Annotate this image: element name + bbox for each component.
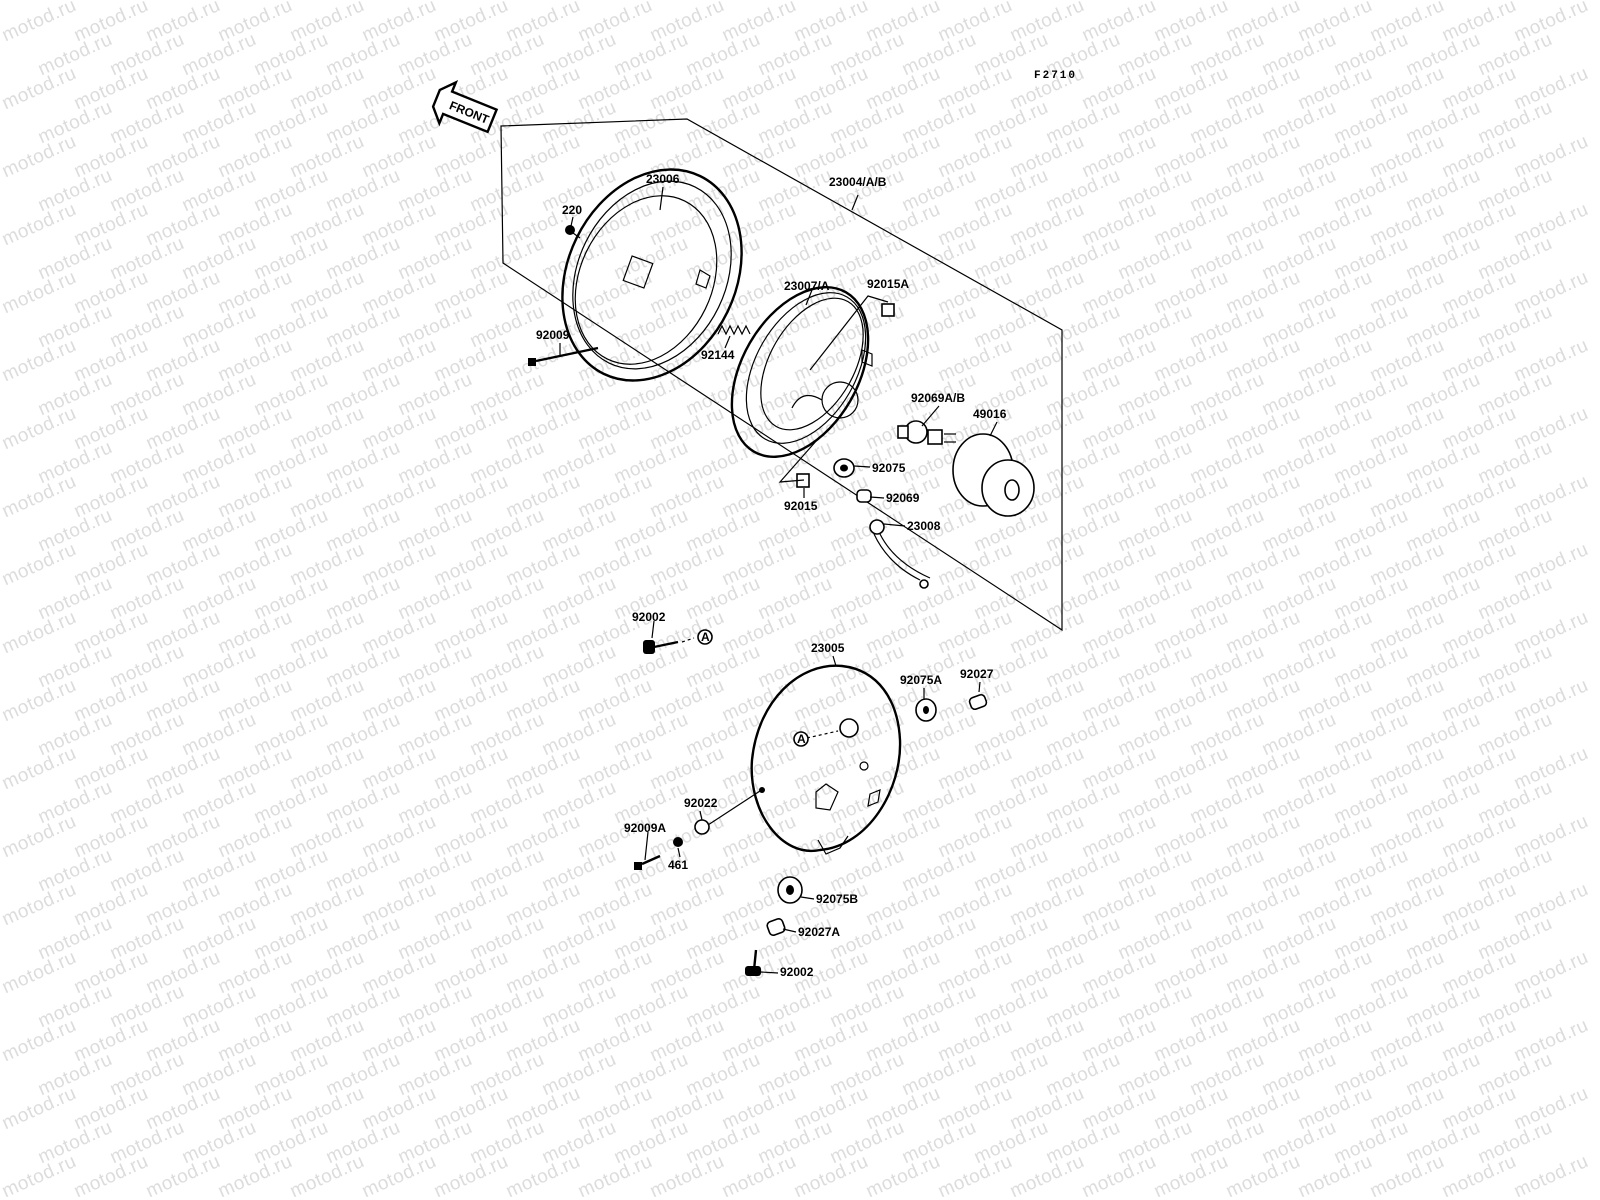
part-label-23007: 23007/A <box>784 279 830 293</box>
part-label-92009: 92009 <box>536 328 570 342</box>
socket-23008 <box>869 519 931 589</box>
headlight-reflector-unit <box>730 286 873 458</box>
front-arrow-icon: FRONT <box>431 79 499 134</box>
grommet-92075B <box>777 876 803 904</box>
part-label-92002-top: 92002 <box>632 610 666 624</box>
dust-cover-49016 <box>952 433 1035 517</box>
part-label-92015A: 92015A <box>867 277 909 291</box>
screw-220 <box>565 225 581 239</box>
part-label-92069: 92069 <box>886 491 920 505</box>
nut-92022 <box>694 819 710 835</box>
part-label-23004: 23004/A/B <box>829 175 887 189</box>
part-label-92022: 92022 <box>684 796 718 810</box>
part-label-49016: 49016 <box>973 407 1007 421</box>
part-label-92002-bottom: 92002 <box>780 965 814 979</box>
bulb-92069 <box>856 489 872 503</box>
svg-text:A: A <box>797 732 806 746</box>
part-label-220: 220 <box>562 203 582 217</box>
bolt-92002-bottom <box>745 949 761 976</box>
leader-lines <box>559 186 998 974</box>
grommet-92075 <box>833 458 855 478</box>
part-label-92069AB: 92069A/B <box>911 391 965 405</box>
washer-461 <box>673 837 683 847</box>
svg-text:A: A <box>701 630 710 644</box>
part-label-92075B: 92075B <box>816 892 858 906</box>
part-label-92075A: 92075A <box>900 673 942 687</box>
grommet-92075A <box>915 698 937 722</box>
screw-92009A <box>634 854 661 870</box>
part-label-23008: 23008 <box>907 519 941 533</box>
part-label-461: 461 <box>668 858 688 872</box>
part-label-92144: 92144 <box>701 348 735 362</box>
screw-92009 <box>528 346 599 366</box>
marker-a-bolt: A <box>697 629 713 645</box>
part-label-92027A: 92027A <box>798 925 840 939</box>
part-label-92027: 92027 <box>960 667 994 681</box>
part-label-92075: 92075 <box>872 461 906 475</box>
marker-a-housing: A <box>793 731 809 747</box>
headlight-rim <box>561 168 743 382</box>
bulb-92069AB <box>897 420 956 445</box>
part-label-92009A: 92009A <box>624 821 666 835</box>
part-label-23006: 23006 <box>646 172 680 186</box>
figure-code: F2710 <box>1034 70 1077 82</box>
bolt-92002-top <box>643 640 679 654</box>
collar-92027 <box>968 693 988 711</box>
spring-92144 <box>717 324 751 336</box>
part-label-23005: 23005 <box>811 641 845 655</box>
part-label-92015: 92015 <box>784 499 818 513</box>
headlight-housing <box>750 664 902 855</box>
assembly-frame <box>500 118 1063 632</box>
nut-92015A <box>881 303 895 317</box>
collar-92027A <box>766 918 786 936</box>
